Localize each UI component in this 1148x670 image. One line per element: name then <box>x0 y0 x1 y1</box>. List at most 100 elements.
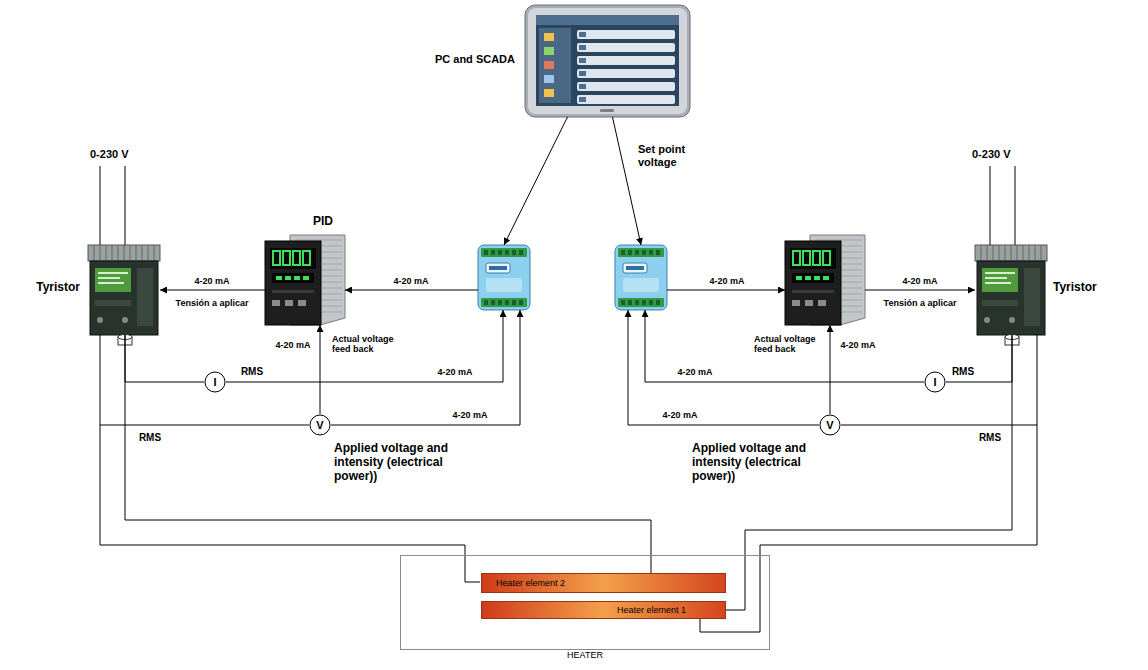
io-module-picture <box>615 245 667 310</box>
label-holder: 4-20 mA <box>675 367 714 377</box>
signal-label: 4-20 mA <box>900 276 939 286</box>
meter-symbol: V <box>826 419 833 432</box>
signal-line <box>830 325 831 414</box>
label-holder: Actual voltage feed back <box>330 334 402 355</box>
io-module-picture <box>498 250 502 255</box>
io-module <box>615 245 667 310</box>
tablet-picture <box>525 5 690 117</box>
signal-label: 4-20 mA <box>450 410 489 420</box>
signal-line <box>160 290 265 291</box>
thyristor-picture <box>122 317 128 323</box>
label-holder: 4-20 mA <box>660 410 699 420</box>
label-holder: 4-20 mA <box>707 276 746 286</box>
io-module-picture <box>519 300 523 305</box>
signal-line <box>331 310 520 425</box>
label-holder: Tensión a aplicar <box>174 298 251 308</box>
label-holder: 0-230 V <box>970 148 1013 161</box>
signal-label: 4-20 mA <box>273 340 312 350</box>
label-holder: 4-20 mA <box>450 410 489 420</box>
signal-label: 4-20 mA <box>660 410 699 420</box>
io-module-picture <box>512 250 516 255</box>
io-module-picture <box>481 248 527 257</box>
tablet-picture <box>577 43 675 52</box>
signal-note: Actual voltage feed back <box>752 334 828 355</box>
label-holder: 4-20 mA <box>273 340 312 350</box>
pid-controller-picture <box>303 251 310 265</box>
io-module-picture <box>478 245 530 310</box>
pid-controller-picture <box>276 276 282 280</box>
label-holder: 4-20 mA <box>838 340 877 350</box>
heater-name: HEATER <box>567 650 603 660</box>
thyristor-picture <box>98 272 128 274</box>
tablet-picture <box>577 69 675 78</box>
signal-line <box>613 117 642 245</box>
voltage-meter: V <box>309 414 331 436</box>
io-module-picture <box>484 300 488 305</box>
tablet-picture <box>577 56 675 65</box>
measure-note: Applied voltage and intensity (electrica… <box>332 442 474 483</box>
tablet-picture <box>579 71 586 76</box>
current-meter: I <box>924 371 946 393</box>
measure-note: Applied voltage and intensity (electrica… <box>690 442 832 483</box>
tablet-picture <box>577 82 675 91</box>
pid-controller-picture <box>276 276 309 280</box>
signal-note: Tensión a aplicar <box>882 298 959 308</box>
io-module-picture <box>505 300 509 305</box>
signal-note: Tensión a aplicar <box>174 298 251 308</box>
meter-symbol: I <box>933 376 936 389</box>
device-name: Tyristor <box>1053 281 1097 295</box>
meter-symbol: I <box>213 376 216 389</box>
io-module-picture <box>519 250 523 255</box>
signal-label: 4-20 mA <box>675 367 714 377</box>
signal-line <box>320 325 321 414</box>
io-module-picture <box>484 250 523 255</box>
meter-symbol: V <box>316 419 323 432</box>
thyristor-picture <box>88 245 160 261</box>
tablet-picture <box>544 33 554 41</box>
label-holder: Tensión a aplicar <box>882 298 959 308</box>
signal-line <box>946 335 1012 382</box>
measure-note: RMS <box>977 432 1003 444</box>
pid-controller-picture <box>273 251 310 265</box>
heater: HEATERHeater element 2Heater element 1 <box>400 555 770 650</box>
meter-circle <box>925 372 945 392</box>
pid-controller-picture <box>283 251 290 265</box>
pid-controller-picture <box>272 300 280 306</box>
io-module-picture <box>505 250 509 255</box>
label-holder: RMS <box>977 432 1003 444</box>
pid-controller: PID <box>265 235 345 325</box>
pid-controller-picture <box>265 235 345 325</box>
signal-label: 4-20 mA <box>707 276 746 286</box>
label-holder: Actual voltage feed back <box>752 334 824 355</box>
signal-line <box>125 335 651 573</box>
io-module-picture <box>484 300 523 305</box>
power-wires <box>100 166 1037 632</box>
io-module-picture <box>486 263 510 273</box>
io-module-picture <box>478 245 530 310</box>
label-holder: Applied voltage and intensity (electrica… <box>690 442 828 483</box>
io-module-picture <box>491 300 495 305</box>
io-module-picture <box>481 298 527 307</box>
signal-label: 4-20 mA <box>391 276 430 286</box>
tablet-picture <box>539 28 571 103</box>
device-name: Tyristor <box>36 281 80 295</box>
pid-controller-picture <box>285 300 293 306</box>
pid-controller-picture <box>265 241 321 325</box>
pid-controller-picture <box>285 276 291 280</box>
io-module-picture <box>491 250 495 255</box>
pid-controller-picture <box>298 300 306 306</box>
label-holder: 4-20 mA <box>435 367 474 377</box>
pid-controller-picture <box>273 251 280 265</box>
thyristor: Tyristor <box>975 245 1047 335</box>
label-holder: Applied voltage and intensity (electrica… <box>332 442 470 483</box>
thyristor-picture <box>98 277 120 279</box>
label-holder: 4-20 mA <box>391 276 430 286</box>
io-module-picture <box>484 250 488 255</box>
signal-label: 4-20 mA <box>435 367 474 377</box>
pid-controller-picture <box>270 248 316 269</box>
signal-line <box>628 310 819 425</box>
power-wires <box>100 425 480 582</box>
supply-voltage: 0-230 V <box>88 148 131 161</box>
